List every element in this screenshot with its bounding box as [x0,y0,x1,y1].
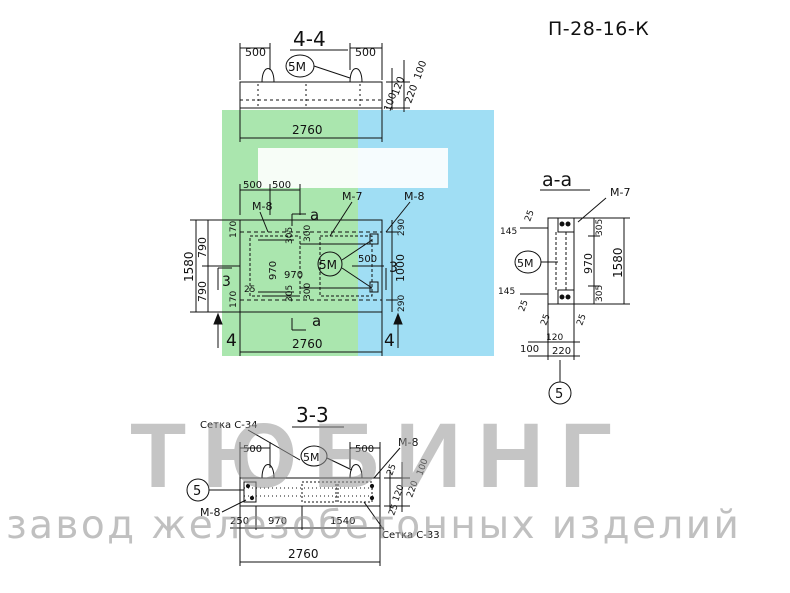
section-33-label: 3-3 [296,403,329,427]
plan-view: 500 500 М-8 М-7 М-8 а 5М 970 970 3 [182,180,424,356]
dim-plan-right-1: 290 [397,219,407,236]
dim-33-bottom-1: 250 [230,516,249,527]
plan-cut-3-left: 3 [222,274,231,290]
watermark-subtitle: завод железобетонных изделий [6,503,742,548]
section-3-3: 3-3 Сетка С-34 500 500 5М М-8 [186,403,440,566]
plan-cut-4-right: 4 [384,331,395,351]
mark-aa-m7: М-7 [610,186,630,199]
dim-33-side-5: 25 [387,503,400,517]
circle-33: 5 [193,484,201,499]
section-a-a: а-а М-7 25 145 145 25 5М 305 970 305 [498,169,630,405]
dim-plan-left-1: 1580 [182,251,196,282]
dim-aa-left-4: 25 [517,299,530,313]
dim-aa-right-4: 1580 [611,247,625,278]
dim-33-side-1: 25 [385,463,398,477]
dim-plan-inner-4: 305 [285,285,295,302]
section-4-4: 4-4 500 500 5М 100 120 220 100 [239,27,429,142]
mesh-top: Сетка С-34 [200,420,258,431]
watermark-logo [222,110,494,356]
dim-aa-bottom-2: 25 [575,313,588,327]
dim-44-right: 500 [355,46,376,59]
section-aa-label: а-а [542,169,572,191]
drawing-code: П-28-16-К [548,18,650,40]
dim-plan-left-2: 790 [196,237,209,258]
dim-aa-left-1: 25 [523,209,536,223]
dim-aa-bottom-5: 220 [552,346,571,357]
dim-44-length: 2760 [292,123,323,137]
dim-plan-inner-5: 300 [303,225,313,242]
plan-section-a-bottom: а [312,312,321,330]
dim-44-side-3: 220 [403,83,420,105]
dim-33-bottom-3: 1540 [330,516,355,527]
dim-aa-bottom-1: 25 [539,313,552,327]
circle-aa: 5 [555,387,563,402]
watermark-brand: ТЮБИНГ [130,405,628,507]
dim-33-length: 2760 [288,547,319,561]
tag-44: 5М [288,60,306,74]
dim-plan-inner-3: 305 [285,227,295,244]
section-44-label: 4-4 [293,27,326,51]
dim-44-side-4: 100 [412,59,429,81]
dim-aa-left-3: 145 [498,287,515,297]
tag-aa: 5М [517,257,534,270]
plan-section-a-top: а [310,206,319,224]
mark-m7: М-7 [342,190,362,203]
dim-aa-bottom-3: 120 [546,333,563,343]
dim-plan-left-3: 790 [196,281,209,302]
dim-aa-right-2: 970 [582,253,595,274]
dim-aa-right-3: 305 [595,285,605,302]
dim-plan-inner-1: 970 [268,261,279,280]
mark-33-left: М-8 [200,506,220,519]
mark-m8-right: М-8 [404,190,424,203]
plan-cut-4-left: 4 [226,331,237,351]
dim-plan-left-small-1: 170 [229,221,239,238]
dim-33-bottom-2: 970 [268,516,287,527]
dim-plan-top-1: 500 [243,180,262,191]
mark-m8-left: М-8 [252,200,272,213]
mark-33-right: М-8 [398,436,418,449]
dim-plan-right-2: 1000 [394,254,407,282]
dim-aa-right-1: 305 [595,219,605,236]
dim-plan-inner-6: 300 [303,283,313,300]
dim-33-left: 500 [243,444,262,455]
dim-plan-left-small-2: 170 [229,291,239,308]
tag-plan: 5М [319,258,337,272]
dim-plan-length: 2760 [292,337,323,351]
dim-plan-inner-2: 970 [284,270,303,281]
mesh-bottom: Сетка С-33 [382,530,440,541]
dim-aa-bottom-4: 100 [520,344,539,355]
dim-plan-inner-8: 500 [358,254,377,265]
plan-cut-3-right: 3 [389,260,398,276]
dim-plan-inner-7: 25 [244,285,255,295]
dim-44-left: 500 [245,46,266,59]
dim-plan-top-2: 500 [272,180,291,191]
dim-aa-left-2: 145 [500,227,517,237]
dim-44-side-2: 120 [390,75,407,97]
dim-33-right: 500 [355,444,374,455]
tag-33: 5М [303,451,320,464]
dim-plan-right-3: 290 [397,295,407,312]
